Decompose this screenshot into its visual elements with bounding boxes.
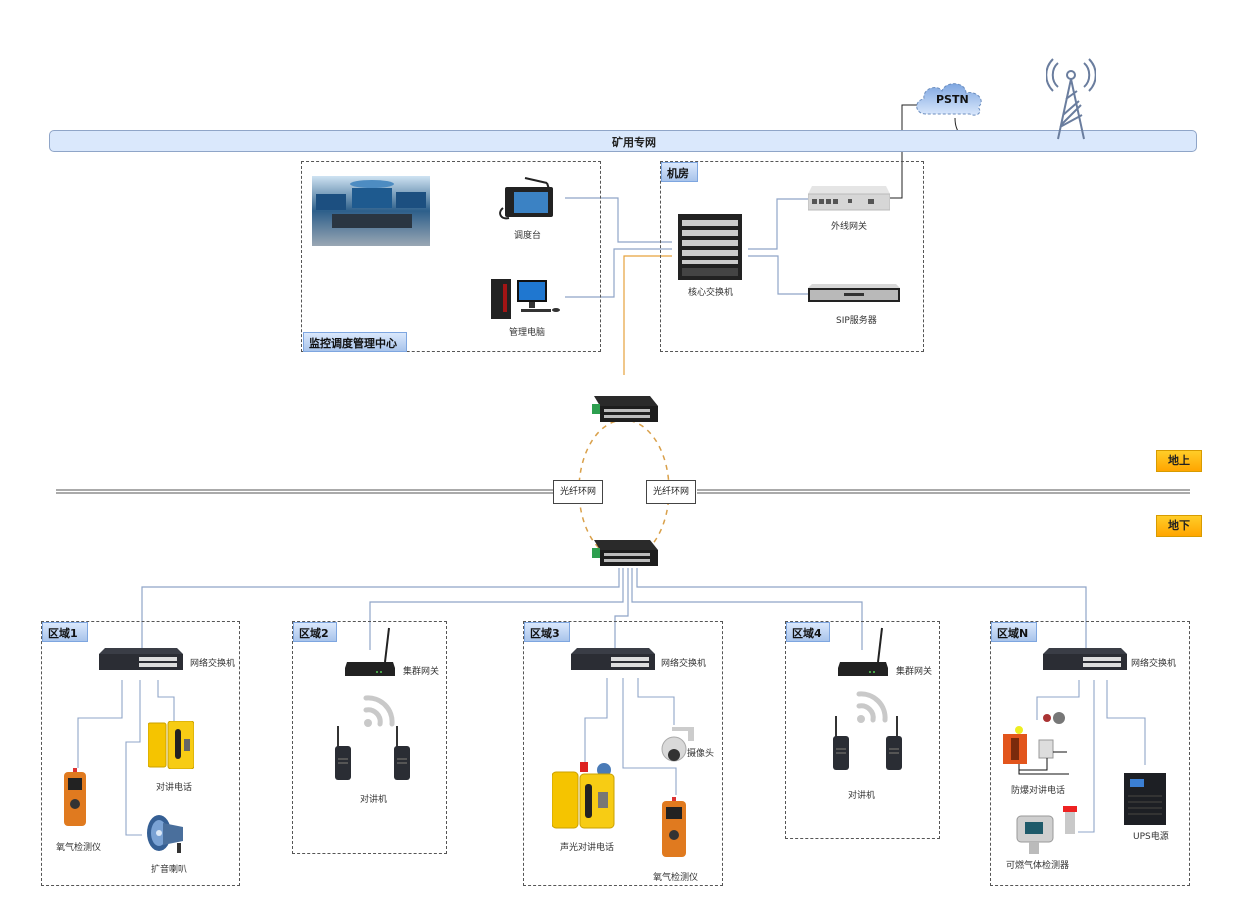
zone1-oxygen-link (77, 680, 123, 768)
zone-2-wireless-icon (363, 695, 395, 727)
zone-n-switch-label: 网络交换机 (1131, 659, 1177, 669)
zoneN-link (636, 568, 1087, 650)
zone-3 (523, 621, 723, 886)
radio-tower-icon (1046, 58, 1096, 140)
core-to-gateway-link (748, 198, 808, 250)
zone-1-item-speaker-label: 扩音喇叭 (151, 865, 188, 875)
pc-link (565, 248, 672, 298)
zone-4 (785, 621, 940, 839)
monitor-center-zone (301, 161, 601, 352)
zone3-oxygen-link (622, 678, 677, 795)
dispatch-console-label: 调度台 (514, 231, 542, 241)
zone1-link (141, 568, 620, 650)
explosion-proof-phone-icon (1003, 712, 1069, 775)
zone-1-item-oxygen-label: 氧气检测仪 (56, 843, 102, 853)
zone-4-wireless-icon (856, 691, 888, 723)
zone4-link (631, 568, 863, 650)
zone-2-tag: 区域2 (293, 622, 337, 642)
sip-server-icon (808, 284, 900, 302)
server-room-zone (660, 161, 924, 352)
zone-3-item-oxygen-label: 氧气检测仪 (653, 873, 699, 883)
mine-network-bar (49, 130, 1197, 152)
zone-1-switch-label: 网络交换机 (190, 659, 236, 669)
zone-4-radio-left-icon (833, 716, 849, 770)
zone-3-item-camera-label: 摄像头 (687, 749, 715, 759)
zone-n (990, 621, 1190, 886)
zone-2-radio-right-icon (394, 726, 410, 780)
oxygen-detector-icon (64, 768, 86, 826)
zoneN-ups-link (1106, 680, 1146, 765)
pstn-cloud-icon (916, 83, 982, 116)
ring-switch-top-icon (592, 396, 658, 422)
management-pc-icon (491, 279, 560, 319)
zone-2-radio-left-icon (335, 726, 351, 780)
core-to-ring-link (623, 255, 672, 375)
zone2-link (369, 568, 624, 650)
above-ground-tag: 地上 (1156, 450, 1202, 472)
server-room-tag: 机房 (661, 162, 698, 182)
intercom-phone-icon (148, 721, 194, 769)
zone-n-tag: 区域N (991, 622, 1037, 642)
zone3-phone-link (584, 678, 608, 768)
zone-3-switch-label: 网络交换机 (661, 659, 707, 669)
zone-3-item-phone-label: 声光对讲电话 (560, 843, 615, 853)
zone-1-switch-icon (99, 648, 183, 670)
fiber-ring-label-left: 光纤环网 (553, 480, 603, 504)
zone-3-oxygen-detector-icon (662, 797, 686, 857)
zoneN-phone-link (1036, 680, 1080, 720)
mine-network-title: 矿用专网 (612, 136, 656, 149)
core-to-sip-link (748, 255, 808, 295)
zone-2-cluster-gateway-icon (345, 627, 395, 676)
zone-n-item-ups-label: UPS电源 (1133, 832, 1169, 842)
sip-server-label: SIP服务器 (836, 316, 877, 326)
loudspeaker-icon (147, 815, 183, 853)
zone3-camera-link (637, 678, 675, 725)
ring-switch-bottom-icon (592, 540, 658, 566)
below-ground-tag: 地下 (1156, 515, 1202, 537)
ups-power-icon (1124, 773, 1166, 825)
audible-visual-phone-icon (552, 762, 615, 829)
control-room-image (312, 176, 430, 246)
pstn-label: PSTN (936, 93, 969, 106)
management-pc-label: 管理电脑 (509, 328, 546, 338)
zone3-link (614, 568, 629, 650)
zone-1 (41, 621, 240, 886)
zone1-speaker-link (125, 680, 142, 836)
trunk-gateway-icon (808, 186, 890, 211)
dispatch-console-icon (499, 177, 553, 220)
zone-2-radio-label: 对讲机 (360, 795, 388, 805)
zone1-phone-link (157, 680, 175, 722)
trunk-gateway-label: 外线网关 (831, 222, 868, 232)
zone-4-cluster-gateway-icon (838, 627, 888, 676)
zone-4-radio-label: 对讲机 (848, 791, 876, 801)
core-switch-icon (678, 214, 742, 280)
console-link (565, 197, 672, 243)
zone-1-tag: 区域1 (42, 622, 88, 642)
zone-4-gateway-label: 集群网关 (896, 667, 933, 677)
zone-3-switch-icon (571, 648, 655, 670)
zone-2-gateway-label: 集群网关 (403, 667, 440, 677)
zone-n-item-gas-label: 可燃气体检测器 (1006, 861, 1070, 871)
camera-icon (661, 727, 694, 762)
zone-n-item-phone-label: 防爆对讲电话 (1011, 786, 1066, 796)
combustible-gas-detector-icon (1016, 806, 1077, 854)
zone-2 (292, 621, 447, 854)
zone-1-item-phone-label: 对讲电话 (156, 783, 193, 793)
zone-3-tag: 区域3 (524, 622, 570, 642)
zone-4-tag: 区域4 (786, 622, 830, 642)
monitor-center-tag: 监控调度管理中心 (303, 332, 407, 352)
zoneN-gas-link (1078, 680, 1095, 833)
zone-n-switch-icon (1043, 648, 1127, 670)
zone-4-radio-right-icon (886, 716, 902, 770)
fiber-ring-label-right: 光纤环网 (646, 480, 696, 504)
core-switch-label: 核心交换机 (688, 288, 734, 298)
